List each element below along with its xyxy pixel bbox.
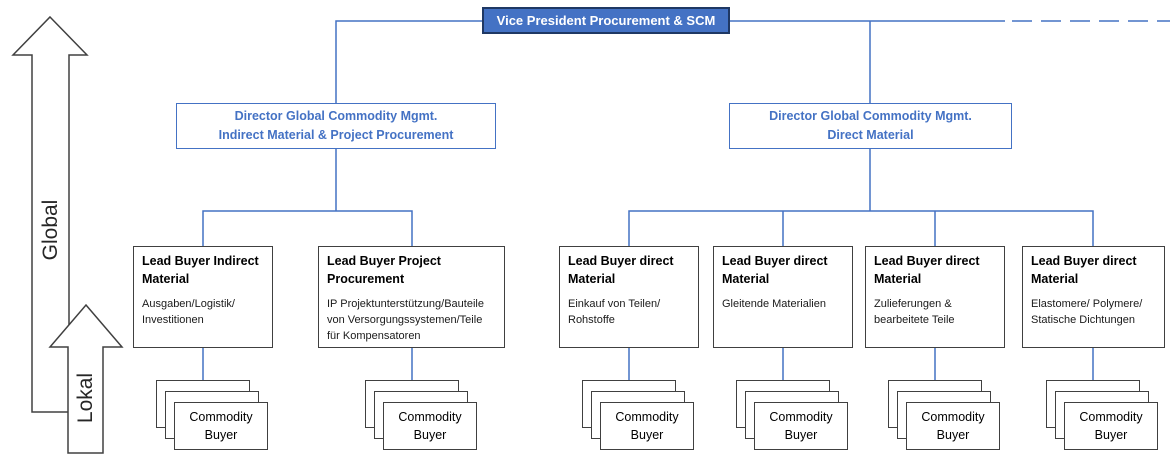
commodity-buyer-stack: Commodity Buyer [736,380,849,451]
commodity-buyer-label: Commodity Buyer [1064,402,1158,450]
lead-buyer-subtitle: IP Projektunterstützung/Bauteile von Ver… [327,298,484,342]
direct-subtree-line [628,149,1094,246]
commodity-buyer-stack: Commodity Buyer [888,380,1001,451]
lead-buyer-subtitle: Einkauf von Teilen/ Rohstoffe [568,298,661,326]
lead-buyer-title: Lead Buyer direct Material [874,254,980,286]
lead-buyer-title: Lead Buyer Project Procurement [327,254,441,286]
director-node-direct: Director Global Commodity Mgmt. Direct M… [729,103,1012,149]
lead-buyer-subtitle: Zulieferungen & bearbeitete Teile [874,298,955,326]
lead-buyer-node-direct-2: Lead Buyer direct Material Gleitende Mat… [713,246,853,348]
lead-buyer-title: Lead Buyer Indirect Material [142,254,259,286]
commodity-buyer-label: Commodity Buyer [754,402,848,450]
indirect-subtree-line [202,149,413,246]
lokal-arrow [48,303,124,454]
vp-node: Vice President Procurement & SCM [482,7,730,34]
lead-buyer-title: Lead Buyer direct Material [568,254,674,286]
vp-to-directors-line [335,20,1005,103]
lead-buyer-node-direct-3: Lead Buyer direct Material Zulieferungen… [865,246,1005,348]
commodity-buyer-label: Commodity Buyer [600,402,694,450]
lead-buyer-title: Lead Buyer direct Material [722,254,828,286]
lead-buyer-title: Lead Buyer direct Material [1031,254,1137,286]
lead-buyer-node-indirect-material: Lead Buyer Indirect Material Ausgaben/Lo… [133,246,273,348]
commodity-buyer-stack: Commodity Buyer [1046,380,1159,451]
lead-buyer-subtitle: Ausgaben/Logistik/ Investitionen [142,298,235,326]
lead-buyer-node-direct-4: Lead Buyer direct Material Elastomere/ P… [1022,246,1165,348]
lead-buyer-subtitle: Elastomere/ Polymere/ Statische Dichtung… [1031,298,1143,326]
director-node-indirect: Director Global Commodity Mgmt. Indirect… [176,103,496,149]
lokal-axis-label: Lokal [74,372,97,424]
lead-buyer-subtitle: Gleitende Materialien [722,298,826,310]
commodity-buyer-label: Commodity Buyer [383,402,477,450]
stack-connector-lines [202,348,1094,381]
commodity-buyer-stack: Commodity Buyer [582,380,695,451]
commodity-buyer-stack: Commodity Buyer [365,380,478,451]
commodity-buyer-label: Commodity Buyer [174,402,268,450]
global-axis-label: Global [39,199,62,261]
lead-buyer-node-direct-1: Lead Buyer direct Material Einkauf von T… [559,246,699,348]
lead-buyer-node-project-procurement: Lead Buyer Project Procurement IP Projek… [318,246,505,348]
commodity-buyer-label: Commodity Buyer [906,402,1000,450]
commodity-buyer-stack: Commodity Buyer [156,380,269,451]
global-arrow [11,15,89,413]
